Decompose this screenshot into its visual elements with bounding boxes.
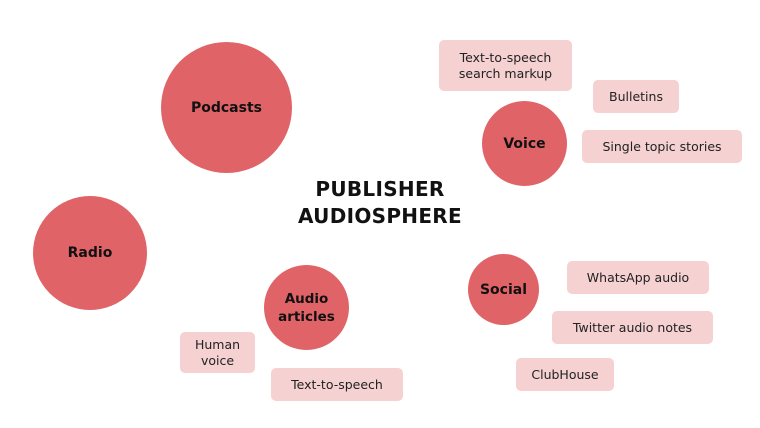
tag-human-voice: Human voice (180, 332, 255, 373)
node-voice: Voice (482, 101, 567, 186)
node-social: Social (468, 254, 539, 325)
node-podcasts: Podcasts (161, 42, 292, 173)
tag-bulletins: Bulletins (593, 80, 679, 113)
diagram-title: PUBLISHER AUDIOSPHERE (230, 176, 530, 230)
tag-twitter-audio-notes: Twitter audio notes (552, 311, 713, 344)
tag-clubhouse: ClubHouse (516, 358, 614, 391)
node-audio-articles: Audio articles (264, 265, 349, 350)
title-line-2: AUDIOSPHERE (298, 204, 462, 228)
tag-whatsapp-audio: WhatsApp audio (567, 261, 709, 294)
tag-text-to-speech: Text-to-speech (271, 368, 403, 401)
node-radio: Radio (33, 196, 147, 310)
title-line-1: PUBLISHER (315, 177, 445, 201)
tag-tts-search-markup: Text-to-speech search markup (439, 40, 572, 91)
tag-single-topic-stories: Single topic stories (582, 130, 742, 163)
